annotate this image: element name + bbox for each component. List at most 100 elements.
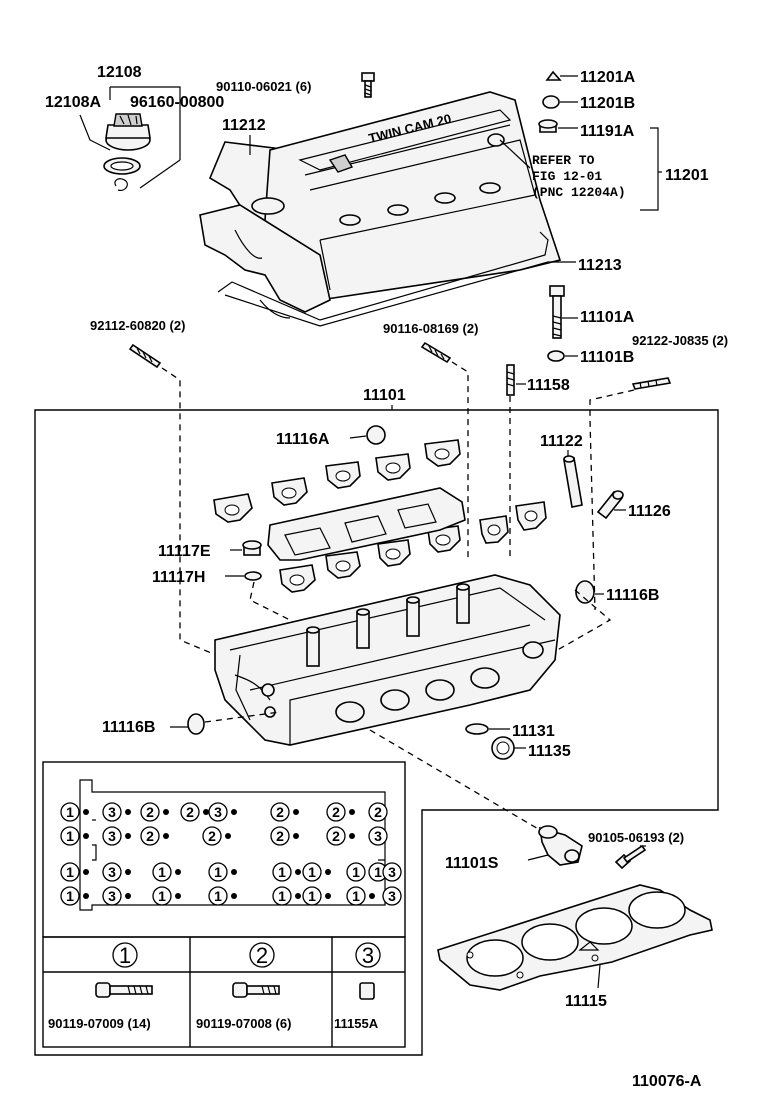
label-11201b: 11201B [580, 95, 635, 112]
label-11116a: 11116A [276, 431, 330, 448]
bolt-hole-dot [295, 869, 301, 875]
bolt-position-number: 1 [66, 888, 74, 904]
grommet-11201a [545, 70, 562, 81]
bolt-hole-dot [83, 893, 89, 899]
bolt-position-number: 1 [278, 888, 286, 904]
bolt-90105 [614, 844, 647, 870]
bolt-hole-dot [231, 893, 237, 899]
plug-11116b-left [187, 713, 205, 735]
oil-filler-cap [105, 113, 151, 151]
bolt-position-number: 1 [66, 864, 74, 880]
label-90116-08169: 90116-08169 (2) [383, 321, 478, 336]
bolt-hole-dot [125, 809, 131, 815]
bolt-position-number: 1 [158, 864, 166, 880]
label-11126: 11126 [628, 503, 671, 520]
legend-col2-number: 2 [256, 943, 268, 968]
label-11116b-left: 11116B [102, 719, 155, 736]
label-11101: 11101 [363, 387, 406, 404]
head-cover-gasket [217, 231, 549, 327]
bolt-position-marker [208, 886, 228, 906]
bearing-cap [213, 493, 253, 523]
dowel-11158 [506, 364, 515, 396]
bolt-hole-dot [175, 869, 181, 875]
bolt-position-marker [272, 886, 292, 906]
bolt-position-marker [102, 862, 122, 882]
bolt-position-number: 1 [214, 888, 222, 904]
label-96160-00800: 96160-00800 [130, 94, 224, 111]
label-11158: 11158 [527, 377, 570, 394]
cap-clip [114, 178, 128, 191]
bolt-position-marker [302, 886, 322, 906]
refer-note-2: FIG 12-01 [532, 169, 602, 184]
bolt-position-marker [346, 886, 366, 906]
bolt-hole-dot [325, 893, 331, 899]
grommet-11201b [542, 95, 560, 109]
bolt-position-marker [60, 826, 80, 846]
legend-col1-part: 90119-07009 (14) [48, 1016, 151, 1031]
plug-11116a [366, 425, 386, 445]
camshaft-bearing-caps [213, 439, 547, 593]
bolt-position-number: 3 [214, 804, 222, 820]
refer-note-3: (PNC 12204A) [532, 185, 626, 200]
bolt-position-number: 3 [108, 864, 116, 880]
bolt-position-marker [272, 862, 292, 882]
bolt-hole-dot [83, 809, 89, 815]
bolt-position-marker [270, 826, 290, 846]
bolt-position-marker [368, 802, 388, 822]
bolt-position-marker [202, 826, 222, 846]
bolt-map-frame [42, 761, 406, 938]
bolt-position-marker [368, 826, 388, 846]
legend-col3-number: 3 [362, 943, 374, 968]
bearing-cap [479, 515, 509, 544]
grommet-group: 11201A 11201B 11191A 11201 REFER TO FIG … [499, 69, 709, 211]
bolt-position-number: 1 [308, 888, 316, 904]
bolt-icon-col2 [232, 982, 280, 998]
stud-92112 [128, 343, 162, 369]
bolt-hole-dot [125, 869, 131, 875]
oil-filler-cap-group: 12108 12108A 96160-00800 [45, 64, 224, 191]
bolt-position-number: 1 [352, 888, 360, 904]
bolt-position-marker [208, 802, 228, 822]
bolt-position-number: 3 [108, 804, 116, 820]
bolt-position-number: 2 [186, 804, 194, 820]
bolt-position-marker [180, 802, 200, 822]
stud-92122 [631, 377, 672, 390]
bolt-position-marker [270, 802, 290, 822]
bolt-hole-dot [175, 893, 181, 899]
label-92112-60820: 92112-60820 (2) [90, 318, 185, 333]
bearing-cap [325, 551, 361, 579]
bolt-position-number: 3 [108, 828, 116, 844]
bolt-position-marker [102, 886, 122, 906]
bearing-cap [424, 439, 461, 467]
label-12108a: 12108A [45, 94, 101, 111]
label-11135: 11135 [528, 743, 571, 760]
bolt-position-number: 2 [332, 828, 340, 844]
bolt-position-number: 2 [208, 828, 216, 844]
bolt-position-marker [140, 802, 160, 822]
bolt-position-number: 1 [308, 864, 316, 880]
bolt-hole-dot [203, 809, 209, 815]
bolt-hole-dot [349, 833, 355, 839]
bolt-hole-dot [231, 809, 237, 815]
bearing-cap [279, 564, 316, 593]
label-11101b: 11101B [580, 349, 634, 366]
label-11213: 11213 [578, 257, 622, 274]
cylinder-head [214, 574, 561, 746]
bearing-cap [375, 453, 411, 481]
bolt-11101a [549, 285, 565, 339]
gasket-11117h [244, 571, 262, 581]
bolt-position-marker [140, 826, 160, 846]
leader-12108 [110, 86, 181, 160]
bolt-position-number: 3 [388, 864, 396, 880]
bolt-position-marker [60, 886, 80, 906]
bolt-hole-dot [163, 809, 169, 815]
dowel-icon-col3 [359, 982, 375, 1000]
bolt-position-number: 2 [332, 804, 340, 820]
bolt-position-marker [326, 802, 346, 822]
valve-stems [306, 583, 470, 667]
bolt-position-number: 2 [374, 804, 382, 820]
bolt-position-number: 1 [352, 864, 360, 880]
bolt-position-number: 2 [276, 828, 284, 844]
